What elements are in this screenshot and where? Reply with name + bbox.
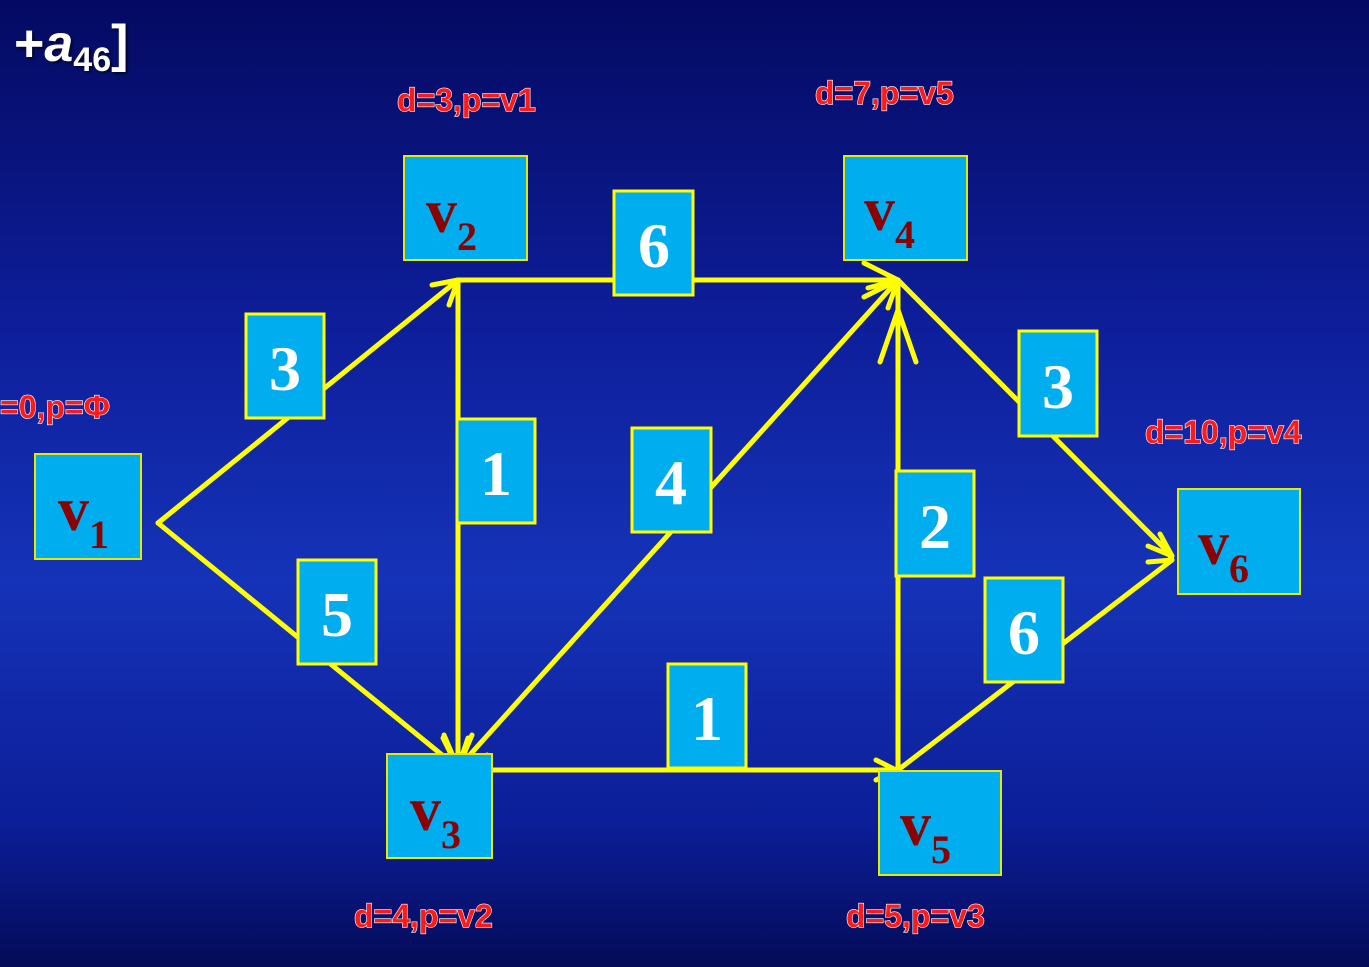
arrowhead-into-v4-from-v5 xyxy=(877,307,919,365)
dist-label-v6: d=10,p=v4 xyxy=(1145,414,1302,450)
weight-v2-v3: 1 xyxy=(455,417,537,525)
weight-label: 1 xyxy=(480,438,512,509)
weight-v5-v6: 6 xyxy=(983,576,1065,684)
weight-box xyxy=(296,558,378,666)
weight-label: 3 xyxy=(269,333,301,404)
distance-labels: =0,p=Φ d=3,p=v1 d=4,p=v2 d=7,p=v5 d=5,p=… xyxy=(0,74,1302,934)
dist-label-v5: d=5,p=v3 xyxy=(846,898,985,934)
arrowhead-into-v4-from-v3 xyxy=(865,277,901,311)
weight-box xyxy=(983,576,1065,684)
weight-label: 4 xyxy=(655,447,687,518)
weight-v5-v4: 2 xyxy=(894,469,976,578)
arrowhead-into-v2 xyxy=(429,277,461,308)
weight-v1-v2: 3 xyxy=(244,312,326,420)
weight-box xyxy=(894,469,976,578)
weight-label: 6 xyxy=(638,210,670,281)
dist-label-v1: =0,p=Φ xyxy=(0,389,110,425)
node-label: v1 xyxy=(58,476,109,557)
node-box xyxy=(1177,488,1301,595)
weight-box xyxy=(612,189,695,297)
weight-label: 5 xyxy=(321,579,353,650)
weight-v4-v6: 3 xyxy=(1017,329,1099,438)
node-box xyxy=(34,453,142,560)
header-bracket: ] xyxy=(111,15,129,73)
node-label: v5 xyxy=(900,791,951,872)
node-box xyxy=(843,155,968,261)
weight-v3-v5: 1 xyxy=(666,662,748,770)
node-label: v2 xyxy=(426,178,477,259)
weight-v1-v3: 5 xyxy=(296,558,378,666)
node-v3: v3 xyxy=(386,753,493,859)
edge-weights: 3 5 6 1 4 1 2 3 xyxy=(244,189,1099,770)
dist-label-v4: d=7,p=v5 xyxy=(815,75,954,111)
header-subscript: 46 xyxy=(73,41,112,79)
weight-label: 6 xyxy=(1008,597,1040,668)
weight-v2-v4: 6 xyxy=(612,189,695,297)
weight-box xyxy=(244,312,326,420)
header-variable: a xyxy=(44,15,74,73)
node-label: v3 xyxy=(410,776,461,857)
weight-box xyxy=(630,426,713,534)
node-v6: v6 xyxy=(1177,488,1301,595)
node-v2: v2 xyxy=(403,155,528,261)
weight-v3-v4: 4 xyxy=(630,426,713,534)
header-expression: +a46] xyxy=(14,18,128,77)
weight-label: 1 xyxy=(691,683,723,754)
node-label: v6 xyxy=(1198,510,1249,591)
nodes: v1 v2 v3 v4 v5 v6 xyxy=(34,155,1301,876)
weight-box xyxy=(455,417,537,525)
node-v4: v4 xyxy=(843,155,968,261)
node-box xyxy=(403,155,528,261)
node-box xyxy=(878,770,1002,876)
weight-label: 2 xyxy=(919,491,951,562)
weight-box xyxy=(1017,329,1099,438)
node-label: v4 xyxy=(864,176,915,257)
node-box xyxy=(386,753,493,859)
header-plus: + xyxy=(14,15,45,73)
node-v5: v5 xyxy=(878,770,1002,876)
weight-box xyxy=(666,662,748,770)
node-v1: v1 xyxy=(34,453,142,560)
dist-label-v3: d=4,p=v2 xyxy=(354,898,493,934)
arrowhead-into-v6-from-v5 xyxy=(1145,538,1175,565)
dist-label-v2: d=3,p=v1 xyxy=(397,82,536,118)
weight-label: 3 xyxy=(1042,351,1074,422)
